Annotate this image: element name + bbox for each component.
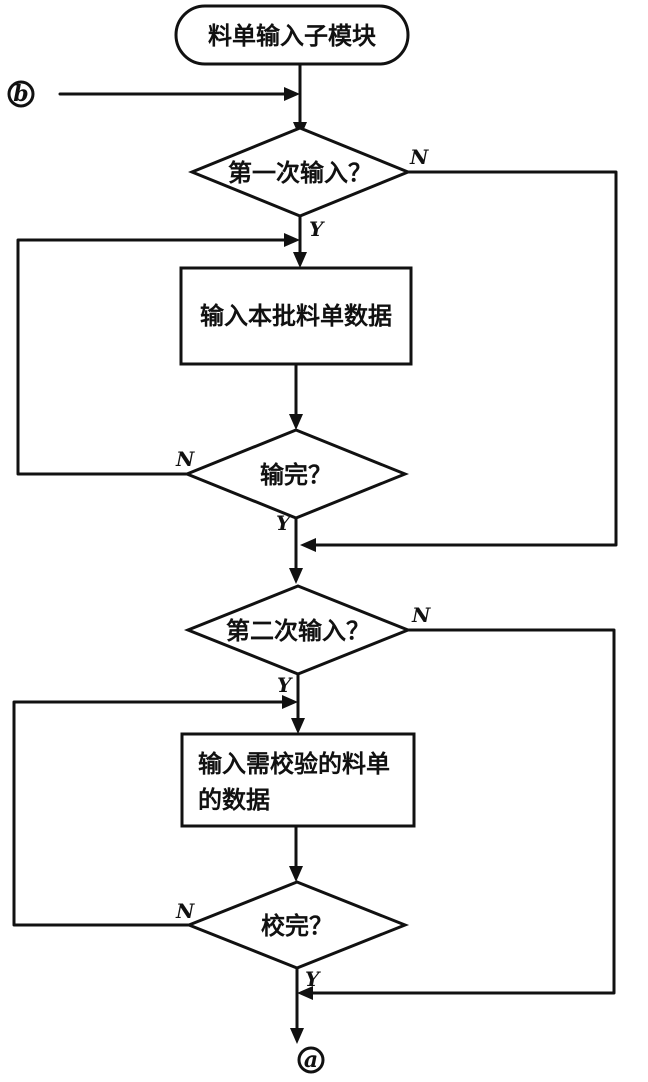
entry-arrowhead [284,87,300,101]
arrowhead-p2-d4 [289,866,303,882]
first-input-no-label: N [409,145,429,169]
process-input-verify [180,732,416,828]
exit-connector-label: a [304,1047,318,1073]
process-input-batch-label: 输入本批料单数据 [200,302,392,330]
second-input-no-label: N [411,603,431,627]
process-input-verify-line1: 输入需校验的料单 [198,750,390,778]
arrowhead-p1-d2 [289,414,303,430]
arrowhead-exit [290,1028,304,1044]
arrowhead-d2-d3 [289,568,303,584]
entry-connector-label: b [13,81,28,107]
entry-connector [7,80,35,108]
second-input-yes-label: Y [277,673,293,697]
process-input-verify-line2: 的数据 [198,786,270,814]
arrowhead-d3-p2 [291,718,305,734]
second-input-no-arrowhead [297,986,313,1000]
decision-first-input-label: 第一次输入？ [228,159,372,187]
loop1-arrowhead [284,233,300,247]
input-done-yes-label: Y [276,511,292,535]
verify-done-no-label: N [175,899,195,923]
process-input-batch [179,266,413,366]
first-input-yes-label: Y [309,217,325,241]
start-terminal [174,4,410,66]
exit-connector [297,1046,325,1074]
start-label: 料单输入子模块 [208,22,376,50]
decision-input-done-label: 输完？ [260,461,332,489]
verify-done-yes-label: Y [305,967,321,991]
arrowhead-d1-p1 [293,252,307,268]
loop1-path [16,238,290,476]
input-done-no-label: N [175,447,195,471]
loop2-arrowhead [282,695,298,709]
decision-second-input-label: 第二次输入？ [226,617,370,645]
first-input-no-arrowhead [300,538,316,552]
decision-verify-done-label: 校完？ [261,912,333,940]
first-input-no-path [310,170,618,547]
second-input-no-path [308,628,616,995]
loop2-path [12,700,288,927]
